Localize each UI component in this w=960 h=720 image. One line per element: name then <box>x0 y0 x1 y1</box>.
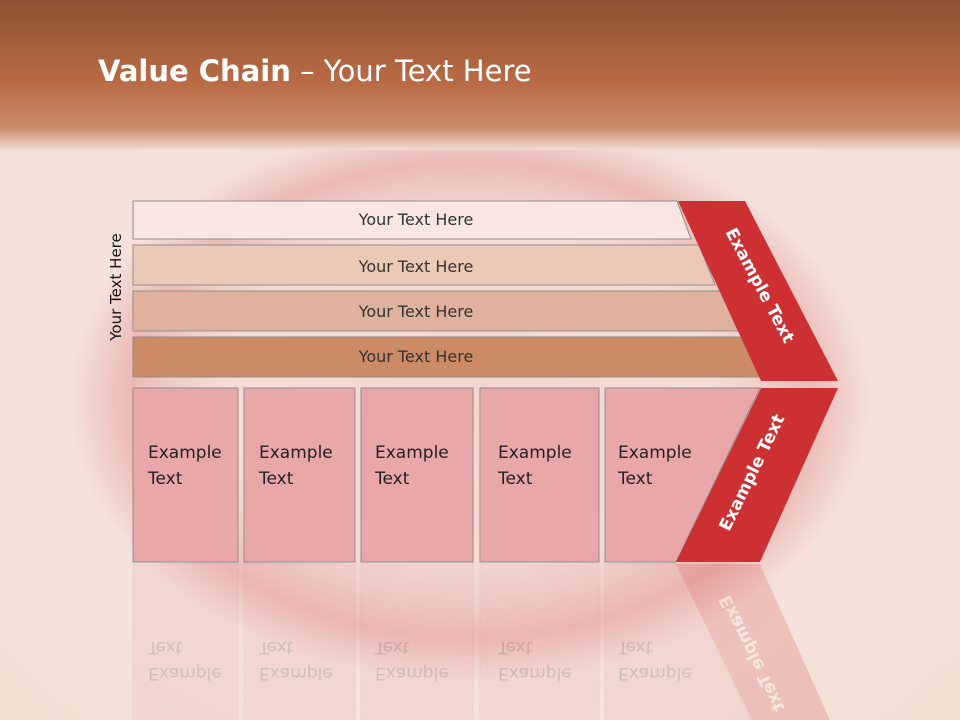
row-band-2 <box>132 244 716 286</box>
cell-2 <box>243 387 356 563</box>
cell-4-line-1: Example <box>498 443 572 463</box>
cell-3-line-2: Text <box>374 469 410 489</box>
cell-1-line-2: Text <box>147 469 183 489</box>
row-band-1 <box>132 200 692 240</box>
chevron-lower <box>676 388 838 562</box>
slide-title: Value Chain – Your Text Here <box>98 54 532 88</box>
svg-text:Example: Example <box>259 663 333 683</box>
svg-text:Text: Text <box>258 637 294 657</box>
cell-2-line-1: Example <box>259 443 333 463</box>
cell-1-line-1: Example <box>148 443 222 463</box>
svg-text:Example: Example <box>148 663 222 683</box>
svg-text:Text: Text <box>374 637 410 657</box>
row-label-3: Your Text Here <box>358 302 474 321</box>
cell-4 <box>479 387 600 563</box>
svg-text:Text: Text <box>617 637 653 657</box>
cell-3 <box>360 387 474 563</box>
cell-5-line-2: Text <box>617 469 653 489</box>
svg-text:Example: Example <box>618 663 692 683</box>
chevron-upper <box>678 201 838 381</box>
diagram-reflection: Example Text Example Text Example Text Exam… <box>132 563 830 720</box>
svg-text:Example: Example <box>375 663 449 683</box>
cell-2-line-2: Text <box>258 469 294 489</box>
cell-3-line-1: Example <box>375 443 449 463</box>
row-label-4: Your Text Here <box>358 347 474 366</box>
svg-text:Text: Text <box>147 637 183 657</box>
svg-text:Text: Text <box>497 637 533 657</box>
row-label-2: Your Text Here <box>358 257 474 276</box>
row-label-1: Your Text Here <box>358 210 474 229</box>
cell-4-line-2: Text <box>497 469 533 489</box>
title-rest: – Your Text Here <box>290 54 532 88</box>
title-bold: Value Chain <box>98 54 291 88</box>
cell-1 <box>132 387 239 563</box>
cell-5-line-1: Example <box>618 443 692 463</box>
svg-text:Example: Example <box>498 663 572 683</box>
